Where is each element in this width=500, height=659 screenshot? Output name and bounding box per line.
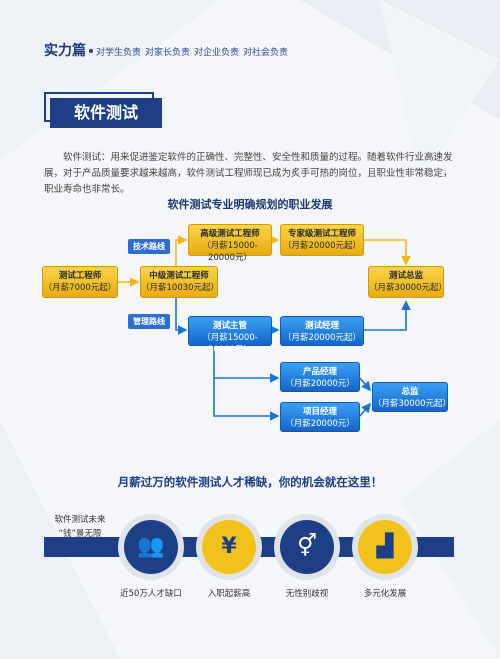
future-line: “钱”景无限 [58, 529, 102, 539]
yen-icon: ¥ [221, 534, 237, 559]
node-senior-engineer: 高级测试工程师 （月薪15000-20000元） [188, 224, 272, 263]
node-title: 测试工程师 [58, 271, 102, 281]
node-title: 测试经理 [304, 321, 339, 331]
node-test-director: 测试总监 （月薪30000元起） [368, 266, 448, 298]
feature-circle: ▟ [352, 514, 418, 580]
feature-circle: ¥ [196, 514, 262, 580]
node-product-manager: 产品经理 （月薪20000元） [280, 362, 360, 392]
feature-caption: 近50万人才缺口 [120, 589, 182, 599]
slogan: 月薪过万的软件测试人才稀缺，你的机会就在这里！ [117, 475, 383, 489]
header: 实力篇对学生负责对家长负责对企业负责对社会负责 [44, 40, 292, 60]
node-title: 中级测试工程师 [149, 271, 209, 281]
node-title: 测试主管 [212, 321, 247, 331]
node-title: 测试总监 [388, 271, 423, 281]
node-test-manager: 测试经理 （月薪20000元起） [280, 316, 364, 346]
brand-title: 实力篇 [44, 43, 86, 59]
header-tag: 对企业负责 [194, 48, 240, 58]
flow-title: 软件测试专业明确规划的职业发展 [167, 198, 333, 211]
node-title: 高级测试工程师 [200, 229, 260, 239]
node-title: 总监 [401, 387, 419, 397]
node-expert-engineer: 专家级测试工程师 （月薪20000元起） [280, 224, 364, 256]
node-salary: （月薪10030元起） [141, 283, 220, 293]
gender-icon: ⚥ [297, 534, 317, 559]
node-title: 项目经理 [302, 407, 337, 417]
node-salary: （月薪30000元起） [373, 399, 452, 409]
node-project-manager: 项目经理 （月薪20000元） [280, 402, 360, 432]
intro-paragraph: 软件测试：用来促进鉴定软件的正确性、完整性、安全性和质量的过程。随着软件行业高速… [44, 152, 453, 195]
node-salary: （月薪20000元） [285, 419, 355, 429]
node-salary: （月薪15000-20000元） [202, 333, 258, 355]
node-chief-director: 总监 （月薪30000元起） [372, 382, 452, 412]
mgmt-route-label: 管理路线 [128, 314, 170, 329]
feature-caption: 多元化发展 [363, 589, 407, 599]
node-salary: （月薪15000-20000元） [202, 241, 258, 263]
future-label: 软件测试未来 “钱”景无限 [44, 513, 116, 541]
node-salary: （月薪20000元） [285, 379, 355, 389]
people-icon: 👥 [137, 534, 165, 559]
node-tester: 测试工程师 （月薪7000元起） [42, 266, 118, 298]
node-salary: （月薪7000元起） [43, 283, 117, 293]
header-tag: 对家长负责 [145, 48, 191, 58]
node-title: 专家级测试工程师 [287, 229, 356, 239]
section-title: 软件测试 [73, 103, 138, 122]
dot-icon [89, 49, 93, 53]
node-test-supervisor: 测试主管 （月薪15000-20000元） [188, 316, 272, 355]
node-salary: （月薪20000元起） [282, 241, 362, 251]
node-mid-engineer: 中级测试工程师 （月薪10030元起） [140, 266, 220, 298]
header-tag: 对社会负责 [243, 48, 289, 58]
feature-caption: 入职起薪高 [207, 589, 251, 599]
feature-circle: 👥 [118, 514, 184, 580]
feature-caption: 无性别歧视 [285, 589, 329, 599]
node-salary: （月薪30000元起） [369, 283, 448, 293]
node-salary: （月薪20000元起） [282, 333, 362, 343]
feature-circle: ⚥ [274, 514, 340, 580]
section-title-box: 软件测试 [44, 92, 162, 128]
header-tag: 对学生负责 [96, 48, 142, 58]
title-plate: 软件测试 [50, 98, 162, 128]
future-line: 软件测试未来 [54, 515, 106, 525]
node-title: 产品经理 [302, 367, 337, 377]
tech-route-label: 技术路线 [128, 239, 170, 254]
stairs-icon: ▟ [376, 534, 394, 559]
